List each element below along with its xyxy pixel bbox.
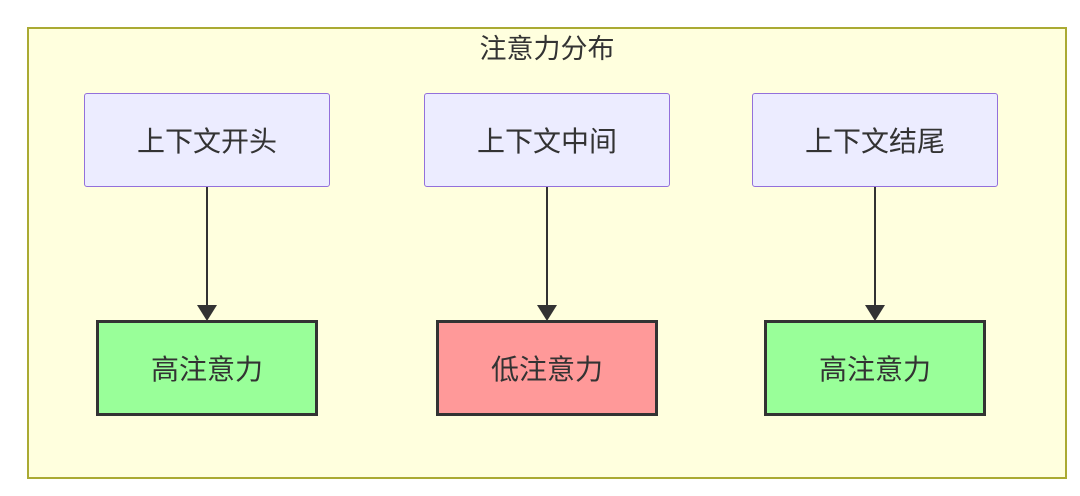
node-context-end-label: 上下文结尾 [804,126,945,157]
node-low-attention: 低注意力 [436,320,658,416]
node-high-attention-2-label: 高注意力 [818,354,931,385]
node-low-attention-label: 低注意力 [490,354,603,385]
node-context-middle-label: 上下文中间 [476,126,617,157]
node-high-attention-2: 高注意力 [764,320,986,416]
edge-line-start-to-high [206,187,208,307]
node-context-start: 上下文开头 [84,93,330,187]
arrowhead-down-icon [865,305,885,321]
cluster-attention-distribution: 注意力分布 上下文开头 高注意力 上下文中间 低注意力 上下文结尾 高注意力 [27,27,1067,479]
node-context-start-label: 上下文开头 [136,126,277,157]
node-high-attention-1: 高注意力 [96,320,318,416]
node-high-attention-1-label: 高注意力 [150,354,263,385]
arrowhead-down-icon [537,305,557,321]
node-context-end: 上下文结尾 [752,93,998,187]
arrowhead-down-icon [197,305,217,321]
edge-line-end-to-high [874,187,876,307]
edge-line-middle-to-low [546,187,548,307]
node-context-middle: 上下文中间 [424,93,670,187]
cluster-title: 注意力分布 [479,34,615,64]
